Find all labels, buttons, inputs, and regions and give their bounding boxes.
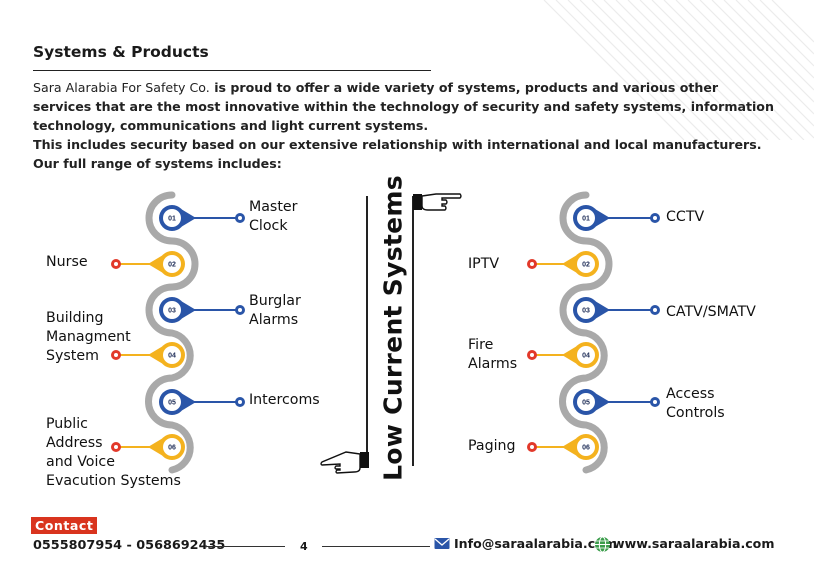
left-snake-badge-number-5: 05 xyxy=(168,400,176,407)
left-snake-end-dot-inner-2 xyxy=(114,262,118,266)
right-snake-pointer-2 xyxy=(562,255,577,273)
right-label-3: CATV/SMATV xyxy=(666,304,756,320)
right-snake-badge-number-1: 01 xyxy=(582,216,590,223)
company-name: Sara Alarabia For Safety Co. xyxy=(33,80,210,95)
right-snake-badge-number-5: 05 xyxy=(582,400,590,407)
right-snake-end-dot-inner-2 xyxy=(530,262,534,266)
right-snake-badge-inner-3 xyxy=(577,301,595,319)
right-snake-badge-inner-1 xyxy=(577,209,595,227)
footer-rule-right xyxy=(322,546,430,547)
right-snake-badge-number-2: 02 xyxy=(582,262,590,269)
left-snake-badge-inner-5 xyxy=(163,393,181,411)
left-snake-end-dot-inner-6 xyxy=(114,445,118,449)
pointing-hand-left-icon xyxy=(320,451,369,474)
left-snake-end-dot-inner-4 xyxy=(114,353,118,357)
right-snake-end-dot-inner-3 xyxy=(653,308,657,312)
left-snake-badge-inner-6 xyxy=(163,438,181,456)
left-snake-badge-number-6: 06 xyxy=(168,445,176,452)
left-snake-badge-inner-1 xyxy=(163,209,181,227)
left-snake-badge-number-3: 03 xyxy=(168,308,176,315)
left-label-3: Burglar Alarms xyxy=(249,293,301,328)
right-snake-badge-inner-6 xyxy=(577,438,595,456)
left-snake-badge-number-1: 01 xyxy=(168,216,176,223)
intro-paragraph-1: Sara Alarabia For Safety Co. is proud to… xyxy=(33,78,778,135)
right-snake-pointer-3 xyxy=(595,301,610,319)
center-right-rule xyxy=(412,196,414,466)
left-snake-end-dot-inner-5 xyxy=(238,400,242,404)
email-link[interactable]: Info@saraalarabia.com xyxy=(454,536,617,551)
right-snake-badge-number-6: 06 xyxy=(582,445,590,452)
section-title: Systems & Products xyxy=(33,43,209,61)
right-snake-badge-inner-2 xyxy=(577,255,595,273)
left-snake-badge-inner-3 xyxy=(163,301,181,319)
right-snake-badge-number-4: 04 xyxy=(582,353,590,360)
left-snake-badge-inner-2 xyxy=(163,255,181,273)
left-snake-badge-number-4: 04 xyxy=(168,353,176,360)
footer-rule-left xyxy=(205,546,285,547)
right-snake-end-dot-inner-4 xyxy=(530,353,534,357)
intro-text: Sara Alarabia For Safety Co. is proud to… xyxy=(33,78,778,173)
right-label-6: Paging xyxy=(468,438,516,454)
left-snake-pointer-2 xyxy=(148,255,163,273)
left-label-1: Master Clock xyxy=(249,199,298,234)
right-snake-pointer-1 xyxy=(595,209,610,227)
right-label-1: CCTV xyxy=(666,209,705,225)
left-snake-pointer-6 xyxy=(148,438,163,456)
page-number: 4 xyxy=(300,540,308,553)
intro-paragraph-2: This includes security based on our exte… xyxy=(33,137,762,171)
right-snake-pointer-4 xyxy=(562,346,577,364)
right-label-2: IPTV xyxy=(468,256,500,272)
right-snake-end-dot-inner-6 xyxy=(530,445,534,449)
decorative-stripes xyxy=(543,0,814,140)
phone-numbers[interactable]: 0555807954 - 0568692435 xyxy=(33,538,226,553)
left-snake-badge-inner-4 xyxy=(163,346,181,364)
left-label-6: Public Address and Voice Evacution Syste… xyxy=(46,416,181,489)
left-snake-end-dot-inner-3 xyxy=(238,308,242,312)
left-snake-pointer-4 xyxy=(148,346,163,364)
right-snake-pointer-6 xyxy=(562,438,577,456)
left-snake-pointer-5 xyxy=(181,393,196,411)
website-link[interactable]: www.saraalarabia.com xyxy=(613,536,775,551)
intro-line1: is proud to offer a wide variety of syst… xyxy=(33,80,774,133)
globe-icon xyxy=(595,536,610,553)
right-snake-end-dot-inner-1 xyxy=(653,216,657,220)
right-snake-badge-inner-5 xyxy=(577,393,595,411)
title-underline xyxy=(33,70,431,71)
right-snake-badge-number-3: 03 xyxy=(582,308,590,315)
right-label-4: Fire Alarms xyxy=(468,337,518,372)
left-snake-pointer-1 xyxy=(181,209,196,227)
right-snake-snake xyxy=(559,191,613,474)
right-snake-pointer-5 xyxy=(595,393,610,411)
right-snake-badge-inner-4 xyxy=(577,346,595,364)
left-snake-snake xyxy=(145,191,199,474)
left-snake-pointer-3 xyxy=(181,301,196,319)
pointing-hand-right-icon xyxy=(413,193,462,211)
left-snake-end-dot-inner-1 xyxy=(238,216,242,220)
contact-label: Contact xyxy=(31,517,98,534)
center-title: Low Current Systems xyxy=(378,175,408,481)
left-snake-badge-number-2: 02 xyxy=(168,262,176,269)
center-left-rule xyxy=(366,196,368,466)
left-label-5: Intercoms xyxy=(249,392,320,408)
envelope-icon xyxy=(434,538,450,549)
right-snake-end-dot-inner-5 xyxy=(653,400,657,404)
left-label-4: Building Managment System xyxy=(46,310,131,364)
left-label-2: Nurse xyxy=(46,254,88,270)
center-title-box: Low Current Systems xyxy=(376,175,410,481)
right-label-5: Access Controls xyxy=(666,386,725,421)
